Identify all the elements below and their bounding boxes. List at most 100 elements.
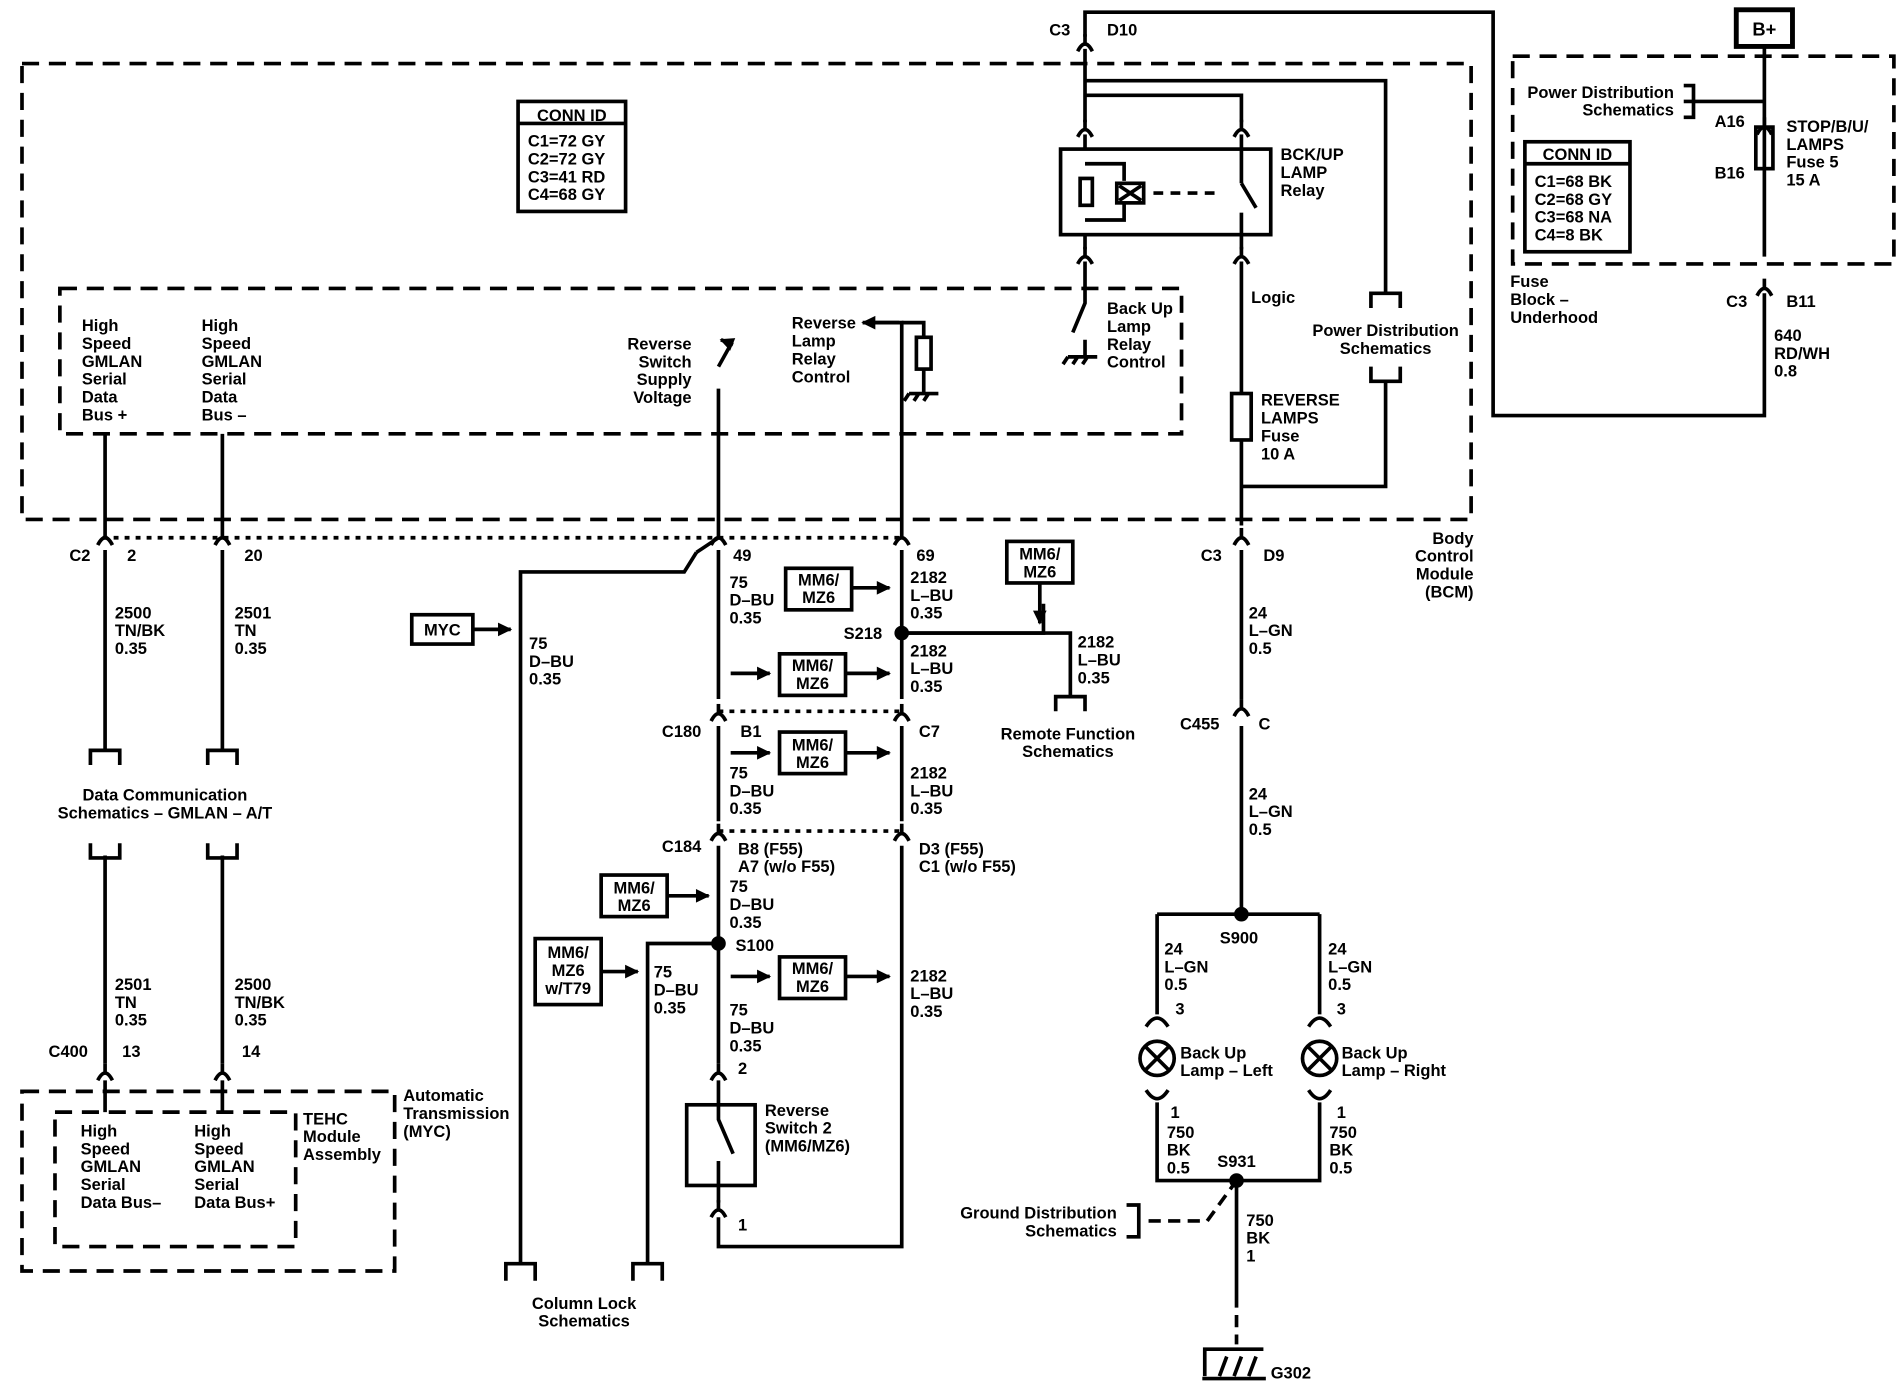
mm6-t79-box [533, 936, 603, 1007]
wire-2182b-label-line-1: 2182 [910, 642, 947, 660]
bracket-pds-bottom [1369, 366, 1403, 384]
wire-75b-label-line-2: D–BU [729, 782, 774, 800]
pin-3l-label: 3 [1175, 1000, 1184, 1018]
wire-2500a-label-line-2: TN/BK [115, 622, 165, 640]
mm6-b-box [777, 652, 848, 698]
wire-2500b-label-line-2: TN/BK [235, 994, 285, 1012]
reverse-fuse-label-line-2: LAMPS [1261, 410, 1319, 428]
gmlan-plus-label-line-2: Speed [82, 335, 131, 353]
wire-24b-label-line-1: 24 [1249, 785, 1268, 803]
wire-24r-label-line-3: 0.5 [1328, 976, 1351, 994]
arrow-mm6-b-right-head [876, 666, 891, 681]
wire-2182a-label-line-3: 0.35 [910, 605, 942, 623]
mm6-e-label-line-2: MZ6 [796, 978, 829, 996]
splice-s218 [894, 625, 910, 641]
s100-label: S100 [736, 937, 774, 955]
arrow-mm6-top-head [1032, 610, 1047, 625]
conn-49 [709, 535, 728, 546]
bracket-2500b [205, 843, 239, 860]
mm6-e-box [777, 955, 848, 1001]
wire-75a-label-line-3: 0.35 [729, 610, 761, 628]
wire-2182c-label-line-1: 2182 [1078, 634, 1115, 652]
bplus-box [1733, 7, 1795, 49]
conn-id-fuse-box [1523, 139, 1632, 254]
b8-label-line-2: A7 (w/o F55) [738, 858, 835, 876]
c7-label: C7 [919, 723, 940, 741]
mm6-c-label-line-2: MZ6 [796, 754, 829, 772]
wire-24r-label-line-2: L–GN [1328, 958, 1372, 976]
tehc-right-label-line-2: Speed [194, 1140, 243, 1158]
reverse-switch-box [684, 1102, 757, 1188]
arrow-group [472, 315, 1047, 984]
conn-id-bcm-line-1: C1=72 GY [528, 133, 605, 151]
rev-switch-supply-label-line-1: Reverse [627, 336, 691, 354]
bracket-col-lock-a [504, 1261, 538, 1281]
remote-function-label-line-1: Remote Function [1001, 725, 1136, 743]
conn-switch-1 [709, 1208, 728, 1219]
rev-lamp-relay-control-label-line-3: Relay [792, 350, 837, 368]
conn-c400-13 [96, 1071, 115, 1082]
backup-relay-control-label-line-3: Relay [1107, 336, 1152, 354]
mm6-a-label-line-1: MM6/ [798, 571, 840, 589]
remote-function-label-line-2: Schematics [1022, 743, 1114, 761]
reverse-switch-label-line-2: Switch 2 [765, 1120, 832, 1138]
tehc-label-line-2: Module [303, 1128, 361, 1146]
wire-75a-label-line-1: 75 [729, 574, 747, 592]
pin-c-label: C [1259, 716, 1271, 734]
rev-switch-supply-label-line-3: Supply [637, 371, 693, 389]
backup-right-label-line-2: Lamp – Right [1342, 1062, 1447, 1080]
s218-label: S218 [844, 625, 882, 643]
wire-24a-label-line-3: 0.5 [1249, 640, 1272, 658]
arrow-mm6-t79-head [625, 964, 640, 979]
reverse-switch-label-line-3: (MM6/MZ6) [765, 1137, 850, 1155]
wire-return [716, 845, 904, 1249]
conn-id-fuse-title: CONN ID [1543, 146, 1613, 164]
column-lock-label-line-1: Column Lock [532, 1295, 637, 1313]
logic-label: Logic [1251, 289, 1295, 307]
gmlan-minus-label-line-6: Bus – [202, 406, 247, 424]
gmlan-plus-label-line-5: Data [82, 389, 119, 407]
wire-69 [867, 320, 904, 528]
auto-trans-label-line-3: (MYC) [403, 1123, 451, 1141]
bracket-2501b [88, 843, 122, 860]
splice-s900 [1234, 906, 1249, 922]
tehc-left-label-line-4: Serial [81, 1176, 126, 1194]
mm6-c-box [777, 730, 848, 776]
pin-3r-label: 3 [1337, 1000, 1346, 1018]
bracket-2501a [205, 748, 239, 766]
wire-75e-label-line-3: 0.35 [729, 1037, 761, 1055]
arrow-supply-head [719, 338, 736, 351]
reverse-fuse-label-line-4: 10 A [1261, 445, 1295, 463]
wire-640-loop [1083, 10, 1767, 418]
wire-coil-b [1085, 202, 1126, 222]
wire-column-lock-b [645, 941, 719, 1264]
mm6-top-box [1004, 539, 1075, 585]
wire-2182b-label-line-3: 0.35 [910, 678, 942, 696]
conn-id-bcm-box [516, 99, 628, 214]
pin-a16-label: A16 [1715, 113, 1745, 131]
wire-2182d-label-line-2: L–BU [910, 782, 953, 800]
wire-2182b-label-line-2: L–BU [910, 660, 953, 678]
wire-750g-label-line-3: 1 [1246, 1247, 1255, 1265]
conn-id-fuse-line-3: C3=68 NA [1535, 209, 1613, 227]
wire-2182e-label-line-2: L–BU [910, 985, 953, 1003]
wire-2182e-label-line-1: 2182 [910, 967, 947, 985]
s931-label: S931 [1217, 1153, 1255, 1171]
arrow-mm6-b-left-head [757, 666, 772, 681]
wire-2500b-label-line-1: 2500 [235, 976, 272, 994]
g302-label: G302 [1271, 1365, 1311, 1383]
reverse-switch-label-line-1: Reverse [765, 1102, 829, 1120]
tehc-inner-boundary [53, 1110, 298, 1249]
ground-dist-link [1148, 1179, 1239, 1223]
tehc-left-label-line-3: GMLAN [81, 1158, 141, 1176]
mm6-d-label-line-1: MM6/ [614, 879, 656, 897]
fuse5-label-line-3: Fuse 5 [1786, 154, 1838, 172]
reverse-fuse [1229, 391, 1254, 442]
fuse5-label-line-2: LAMPS [1786, 136, 1844, 154]
tcm-boundary [20, 1089, 397, 1273]
bcm-label-line-3: Module [1416, 566, 1474, 584]
lamp-right-socket-top [1307, 1016, 1333, 1028]
wire-24l-label-line-1: 24 [1164, 940, 1183, 958]
connector-symbols [96, 34, 1774, 1219]
wire-75d-label-line-1: 75 [654, 964, 672, 982]
